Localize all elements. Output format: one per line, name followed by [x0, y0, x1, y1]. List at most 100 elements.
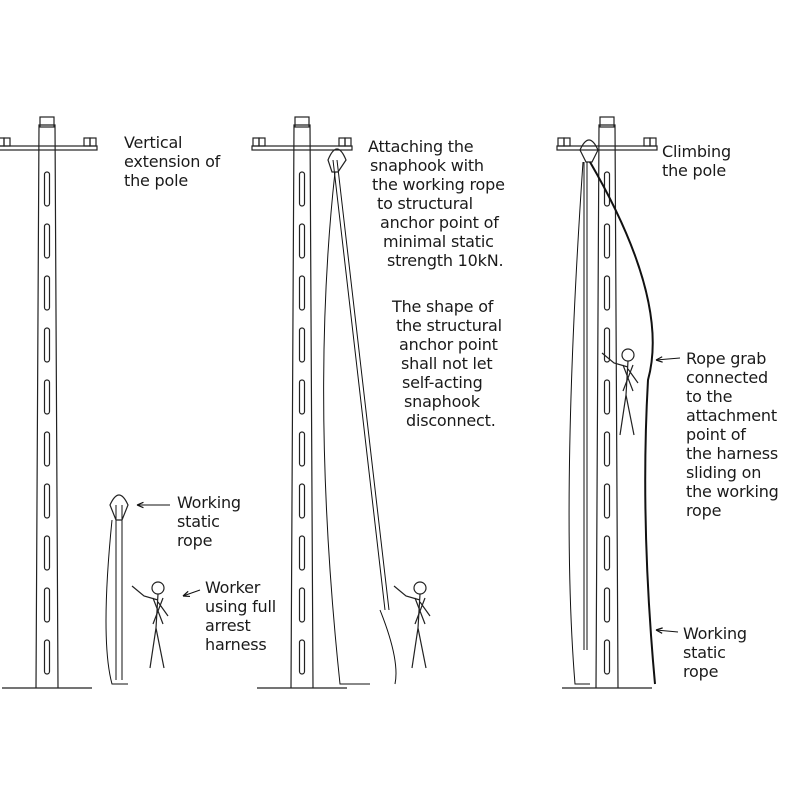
label-working-rope-3-line: Working: [683, 624, 747, 643]
note-anchor-shape-line: self-acting: [402, 373, 483, 392]
pole-cap: [599, 116, 615, 128]
worker-head: [151, 581, 165, 595]
insulator: [83, 137, 91, 147]
pole-slot: [603, 639, 611, 675]
worker-2: [393, 581, 431, 669]
pole-slot: [43, 431, 51, 467]
working-rope-pole: [115, 505, 123, 680]
pole-slot: [298, 483, 306, 519]
pole-cap: [39, 116, 55, 128]
pole-slot: [43, 275, 51, 311]
pole-slot: [43, 379, 51, 415]
pole-slot: [603, 535, 611, 571]
label-rope-grab-line: the harness: [686, 444, 779, 463]
caption-attaching-snaphook-line: minimal static: [383, 232, 494, 251]
insulator: [344, 137, 352, 147]
worker-1: [131, 581, 169, 669]
insulator: [252, 137, 260, 147]
label-working-rope-line: static: [177, 512, 220, 531]
caption-attaching-snaphook-line: Attaching the: [368, 137, 474, 156]
pole-slot: [298, 223, 306, 259]
label-rope-grab-line: the working: [686, 482, 779, 501]
pole-slot: [43, 483, 51, 519]
pole-slot: [603, 327, 611, 363]
worker-climbing: [601, 348, 639, 436]
slack-rope-3: [568, 161, 590, 685]
pole-slot: [603, 431, 611, 467]
label-worker-line: harness: [205, 635, 267, 654]
label-rope-grab-line: attachment: [686, 406, 777, 425]
pole-slot: [43, 535, 51, 571]
label-working-rope-line: rope: [177, 531, 213, 550]
snaphook-top: [579, 139, 599, 163]
note-anchor-shape-line: anchor point: [399, 335, 498, 354]
pole-slot: [603, 587, 611, 623]
pole-slot: [298, 379, 306, 415]
arrow-rope-grab: [655, 357, 681, 361]
pole-slot: [43, 639, 51, 675]
pole-shaft: [290, 124, 314, 689]
note-anchor-shape-line: disconnect.: [406, 411, 496, 430]
note-anchor-shape-line: The shape of: [392, 297, 494, 316]
pole-slot: [603, 483, 611, 519]
pole-1: [0, 116, 98, 689]
label-rope-grab-line: Rope grab: [686, 349, 767, 368]
pole-slot: [603, 379, 611, 415]
harness: [622, 364, 634, 392]
label-worker-line: arrest: [205, 616, 251, 635]
note-anchor-shape-line: shall not let: [401, 354, 493, 373]
insulator: [643, 137, 651, 147]
label-rope-grab-line: rope: [686, 501, 722, 520]
worker-head: [413, 581, 427, 595]
arrow-worker-1: [182, 589, 201, 597]
pole-slot: [43, 171, 51, 207]
label-worker-line: Worker: [205, 578, 261, 597]
insulator: [649, 137, 657, 147]
cross-arm: [251, 145, 353, 151]
label-rope-grab-line: point of: [686, 425, 746, 444]
label-rope-grab-line: connected: [686, 368, 768, 387]
label-worker-line: using full: [205, 597, 276, 616]
worker-head: [621, 348, 635, 362]
insulator: [89, 137, 97, 147]
caption-climbing-line: the pole: [662, 161, 726, 180]
pole-slot: [298, 431, 306, 467]
label-rope-grab-line: sliding on: [686, 463, 762, 482]
label-working-rope-3-line: static: [683, 643, 726, 662]
pole-slot: [43, 223, 51, 259]
insulator: [3, 137, 11, 147]
label-working-rope-3-line: rope: [683, 662, 719, 681]
pole-slot: [298, 639, 306, 675]
caption-attaching-snaphook-line: snaphook with: [370, 156, 484, 175]
caption-climbing-line: Climbing: [662, 142, 731, 161]
worker-body: [601, 352, 639, 436]
arrow-rope-grab-head: [655, 356, 663, 363]
caption-vertical-extension-line: extension of: [124, 152, 221, 171]
pole-shaft: [595, 124, 619, 689]
pole-slot: [298, 275, 306, 311]
slack-rope-2: [323, 171, 370, 685]
caption-vertical-extension-line: the pole: [124, 171, 188, 190]
pole-slot: [298, 535, 306, 571]
pole-slot: [43, 587, 51, 623]
pole-cap: [294, 116, 310, 128]
insulator: [563, 137, 571, 147]
pole-slot: [43, 327, 51, 363]
pole-slot: [603, 223, 611, 259]
working-rope-pole-2: [332, 159, 390, 611]
arrow-working-rope-head: [655, 627, 663, 634]
arrow-working-rope: [655, 629, 679, 633]
caption-attaching-snaphook-line: the working rope: [372, 175, 505, 194]
worker-body: [393, 585, 431, 669]
pole-slot: [298, 587, 306, 623]
note-anchor-shape-line: the structural: [396, 316, 502, 335]
harness: [152, 597, 164, 625]
pole-3: [556, 116, 658, 689]
hanging-rope-2: [379, 609, 397, 685]
pole-2: [251, 116, 353, 689]
slack-rope: [105, 519, 128, 685]
insulator: [258, 137, 266, 147]
harness: [414, 597, 426, 625]
